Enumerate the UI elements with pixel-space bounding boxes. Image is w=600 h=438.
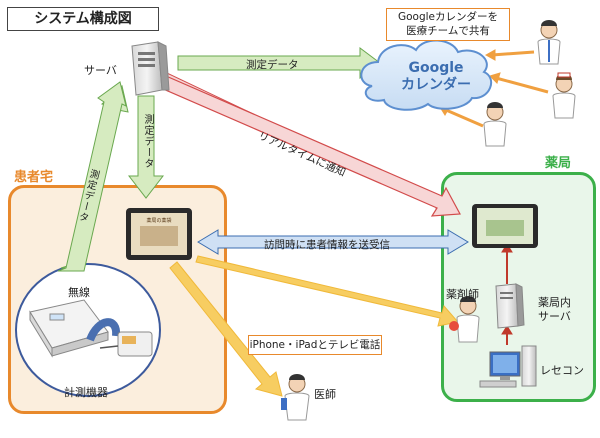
google-calendar-cloud-icon xyxy=(360,39,493,111)
pharmacy-tablet-icon xyxy=(472,204,538,248)
nurse-icon xyxy=(552,72,576,119)
receipt-computer-icon xyxy=(479,345,537,388)
tablet-icon: 薬局の薬袋 xyxy=(126,208,192,260)
arrow-label-visit-exchange: 訪問時に患者情報を送受信 xyxy=(264,239,390,251)
arrow-label-server-down: 測定データ xyxy=(142,114,153,169)
google-logo-line2: カレンダー xyxy=(401,77,471,93)
doctor-icon-1 xyxy=(537,20,561,65)
arrow-label-measure-to-google: 測定データ xyxy=(246,59,299,71)
arrow-visit-exchange xyxy=(197,229,469,255)
tablet-screen-label: 薬局の薬袋 xyxy=(146,217,171,224)
arrow-doctors-to-google xyxy=(439,49,549,128)
pharmacy-server-label-line2: サーバ xyxy=(538,310,571,323)
google-logo-line1: Google xyxy=(408,60,464,76)
callout-line2: 医療チームで共有 xyxy=(406,25,490,37)
pharmacist-label: 薬剤師 xyxy=(446,288,479,301)
callout-line1: Googleカレンダーを xyxy=(397,11,499,23)
pharmacy-server-icon xyxy=(495,283,525,329)
patient-home-label: 患者宅 xyxy=(14,170,54,185)
doctor-icon-2 xyxy=(483,102,507,147)
doctor-label: 医師 xyxy=(314,388,336,401)
pharmacy-label: 薬局 xyxy=(545,156,572,171)
server-label: サーバ xyxy=(84,64,117,77)
google-calendar-logo: Google カレンダー xyxy=(396,60,476,94)
server-icon xyxy=(131,41,170,96)
pharmacy-server-label-line1: 薬局内 xyxy=(538,296,571,309)
pharmacist-icon xyxy=(449,296,480,343)
arrow-tablet-to-pharmacist xyxy=(195,255,459,327)
measuring-device-label: 計測機器 xyxy=(64,386,108,399)
google-share-callout: Googleカレンダーを 医療チームで共有 xyxy=(386,8,510,41)
pharmacy-server-label: 薬局内 サーバ xyxy=(538,296,571,324)
measuring-device-icon xyxy=(29,299,153,358)
arrow-tablet-to-doctor xyxy=(169,261,283,397)
wireless-label: 無線 xyxy=(68,286,90,299)
receipt-computer-label: レセコン xyxy=(540,364,584,377)
page-title: システム構成図 xyxy=(7,7,159,31)
video-call-callout: iPhone・iPadとテレビ電話 xyxy=(248,335,382,355)
arrow-server-down xyxy=(127,95,165,199)
doctor-icon-bottom xyxy=(281,374,310,421)
